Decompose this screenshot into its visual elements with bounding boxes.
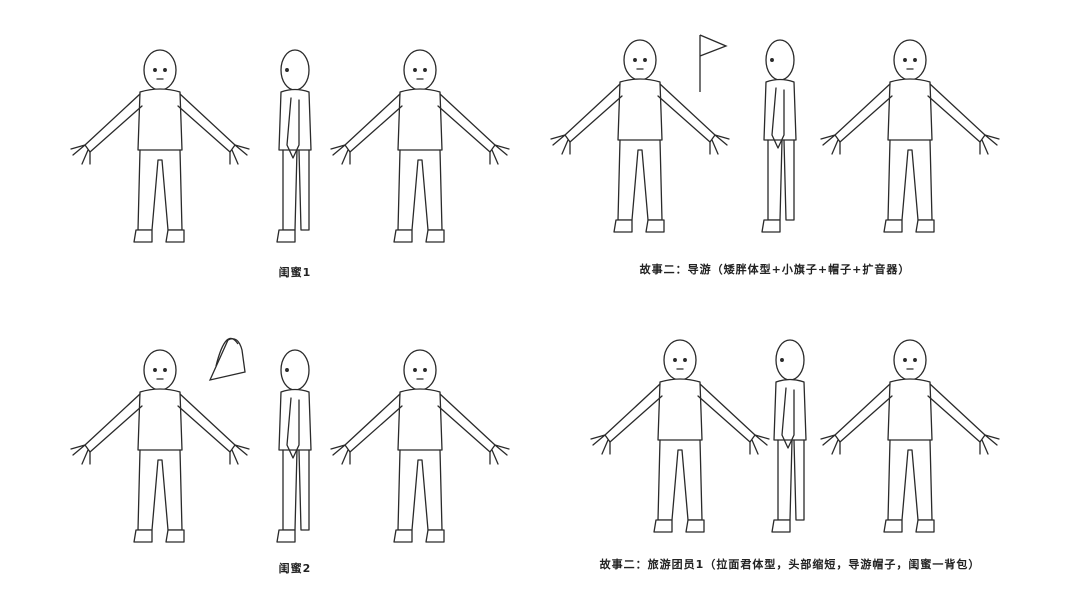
caption-bestie1: 闺蜜1 [278,266,312,279]
bestie2-side-view [276,349,312,543]
bestie1-back-view [330,49,510,243]
caption-tourist: 故事二：旅游团员1（拉面君体型，头部缩短，导游帽子，闺蜜一背包） [599,558,981,571]
guide-back-view [820,39,1000,233]
bestie2-back-view [330,349,510,543]
tourist-side-view [771,339,807,533]
tourist-front-view [590,339,770,533]
bestie2-front-view [70,349,250,543]
handbag-prop [208,337,246,381]
guide-side-view [761,39,797,233]
bestie1-front-view [70,49,250,243]
caption-bestie2: 闺蜜2 [278,562,312,575]
flag-prop [699,34,728,92]
guide-front-view [550,39,730,233]
tourist-back-view [820,339,1000,533]
caption-guide: 故事二：导游（矮胖体型+小旗子+帽子+扩音器） [639,263,911,276]
bestie1-side-view [276,49,312,243]
